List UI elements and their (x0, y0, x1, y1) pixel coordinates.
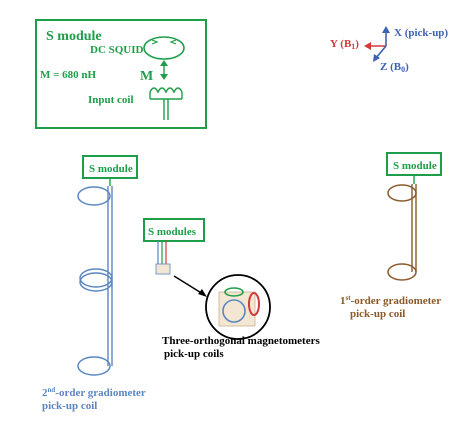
zoom-arrow-head (198, 289, 207, 297)
coupling-arrow-up (160, 60, 168, 66)
input-coil-label: Input coil (88, 94, 134, 106)
squid-junction-left (151, 39, 159, 45)
zoom-arrow-line (173, 275, 204, 295)
left-loop-bottom (77, 356, 111, 376)
right-loop-top (387, 184, 417, 202)
middle-smodule-label: S modules (148, 226, 197, 238)
zoom-coil-red (248, 292, 260, 316)
squid-ring (143, 36, 185, 60)
left-loop-middle-b (79, 272, 113, 292)
smodule-detail-box: S module DC SQUID M = 680 nH M Input coi… (35, 19, 207, 129)
x-axis-arrowhead (382, 26, 390, 33)
axes-indicator: X (pick-up) Y (B1) Z (B0) (330, 26, 448, 74)
y-axis-label: Y (B1) (330, 38, 359, 51)
left-loop-top (77, 186, 111, 206)
squid-label: DC SQUID (90, 44, 144, 56)
coupling-arrow-down (160, 74, 168, 80)
middle-caption-line1: Three-orthogonal magnetometers (162, 335, 320, 347)
x-axis-label: X (pick-up) (394, 27, 448, 39)
mutual-inductance-label: M = 680 nH (40, 69, 97, 81)
zoom-coil-blue (222, 299, 246, 323)
left-caption-line1: 2nd-order gradiometer (42, 386, 146, 399)
input-coil-winding (149, 87, 183, 94)
squid-junction-right (169, 39, 177, 45)
right-smodule-label: S module (393, 160, 437, 172)
second-order-gradiometer: S module 2nd-order gradiometer pick-up c… (42, 155, 146, 412)
middle-cube-small (155, 263, 171, 275)
y-axis-arrowhead (364, 42, 371, 50)
right-loop-bottom (387, 263, 417, 281)
z-axis-line (375, 45, 387, 59)
right-caption-line1: 1st-order gradiometer (340, 294, 441, 307)
z-axis-arrowhead (373, 54, 380, 62)
smodule-detail-frame (35, 19, 207, 129)
right-caption-line2: pick-up coil (350, 308, 405, 320)
smodule-title: S module (46, 29, 102, 44)
left-caption-line2: pick-up coil (42, 400, 97, 412)
m-symbol: M (140, 69, 153, 84)
left-smodule-label: S module (89, 163, 133, 175)
first-order-gradiometer: S module 1st-order gradiometer pick-up c… (340, 152, 442, 320)
zoom-coil-green (224, 287, 244, 297)
z-axis-label: Z (B0) (380, 61, 409, 74)
middle-smodule-box (143, 218, 205, 242)
three-orthogonal-magnetometers: S modules Three-orthogonal magnetometers… (143, 218, 320, 360)
middle-caption-line2: pick-up coils (164, 348, 224, 360)
left-loop-middle-a (79, 268, 113, 288)
